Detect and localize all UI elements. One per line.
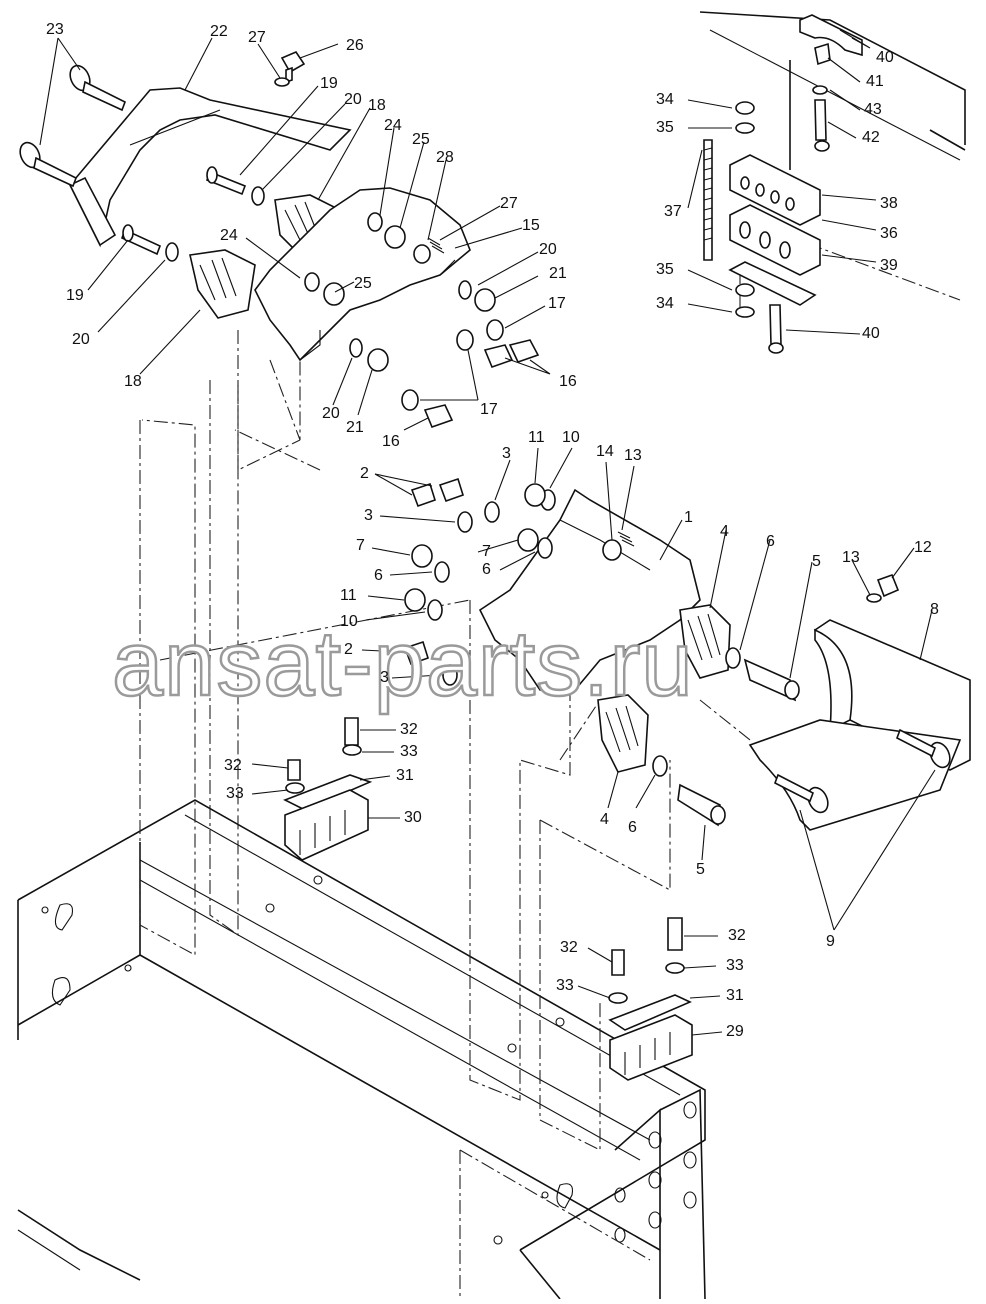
callout-2: 2	[360, 465, 369, 482]
callout-31: 31	[396, 767, 414, 784]
callout-14: 14	[596, 443, 614, 460]
callout-29: 29	[726, 1023, 744, 1040]
callout-40: 40	[876, 49, 894, 66]
callout-32: 32	[728, 927, 746, 944]
callout-13: 13	[624, 447, 642, 464]
leader-lines	[39, 29, 936, 1036]
callout-35: 35	[656, 119, 674, 136]
callout-23: 23	[46, 21, 64, 38]
callout-18: 18	[368, 97, 386, 114]
callout-16: 16	[559, 373, 577, 390]
callout-28: 28	[436, 149, 454, 166]
callout-7: 7	[482, 543, 491, 560]
callout-35: 35	[656, 261, 674, 278]
callout-33: 33	[726, 957, 744, 974]
callout-10: 10	[562, 429, 580, 446]
callout-1: 1	[684, 509, 693, 526]
callout-22: 22	[210, 23, 228, 40]
callout-20: 20	[539, 241, 557, 258]
callout-37: 37	[664, 203, 682, 220]
callout-20: 20	[344, 91, 362, 108]
callout-16: 16	[382, 433, 400, 450]
chassis-frame	[17, 799, 706, 1300]
callout-18: 18	[124, 373, 142, 390]
callout-32: 32	[560, 939, 578, 956]
callout-4: 4	[720, 523, 729, 540]
callout-39: 39	[880, 257, 898, 274]
callout-2: 2	[344, 641, 353, 658]
cable-clamp-assembly	[699, 11, 966, 354]
callout-27: 27	[500, 195, 518, 212]
callout-26: 26	[346, 37, 364, 54]
callout-25: 25	[354, 275, 372, 292]
callout-15: 15	[522, 217, 540, 234]
callout-32: 32	[400, 721, 418, 738]
callout-40: 40	[862, 325, 880, 342]
callout-43: 43	[864, 101, 882, 118]
callout-7: 7	[356, 537, 365, 554]
callout-36: 36	[880, 225, 898, 242]
callout-6: 6	[482, 561, 491, 578]
callout-3: 3	[502, 445, 511, 462]
callout-41: 41	[866, 73, 884, 90]
callout-5: 5	[812, 553, 821, 570]
callout-20: 20	[72, 331, 90, 348]
lower-clamp-assembly	[265, 717, 693, 1081]
callout-24: 24	[384, 117, 402, 134]
callout-3: 3	[380, 669, 389, 686]
callout-32: 32	[224, 757, 242, 774]
assembly-guide-lines	[139, 234, 961, 1300]
callout-6: 6	[766, 533, 775, 550]
callout-38: 38	[880, 195, 898, 212]
callout-3: 3	[364, 507, 373, 524]
callout-6: 6	[628, 819, 637, 836]
callout-34: 34	[656, 91, 674, 108]
callout-11: 11	[340, 587, 357, 604]
watermark-text: ansat-parts.ru	[112, 613, 694, 715]
callout-33: 33	[226, 785, 244, 802]
callout-5: 5	[696, 861, 705, 878]
callout-33: 33	[556, 977, 574, 994]
callout-19: 19	[66, 287, 84, 304]
callout-13: 13	[842, 549, 860, 566]
callout-34: 34	[656, 295, 674, 312]
callout-11: 11	[528, 429, 545, 446]
callout-27: 27	[248, 29, 266, 46]
callout-20: 20	[322, 405, 340, 422]
callout-4: 4	[600, 811, 609, 828]
callout-33: 33	[400, 743, 418, 760]
callout-21: 21	[549, 265, 567, 282]
callout-17: 17	[480, 401, 498, 418]
callout-24: 24	[220, 227, 238, 244]
callout-25: 25	[412, 131, 430, 148]
callout-9: 9	[826, 933, 835, 950]
callout-8: 8	[930, 601, 939, 618]
callout-12: 12	[914, 539, 932, 556]
callout-21: 21	[346, 419, 364, 436]
callout-31: 31	[726, 987, 744, 1004]
callout-6: 6	[374, 567, 383, 584]
callout-30: 30	[404, 809, 422, 826]
callout-17: 17	[548, 295, 566, 312]
callout-10: 10	[340, 613, 358, 630]
middle-bracket-assembly	[403, 477, 971, 831]
callout-19: 19	[320, 75, 338, 92]
callout-42: 42	[862, 129, 880, 146]
upper-bracket-assembly	[19, 51, 540, 429]
